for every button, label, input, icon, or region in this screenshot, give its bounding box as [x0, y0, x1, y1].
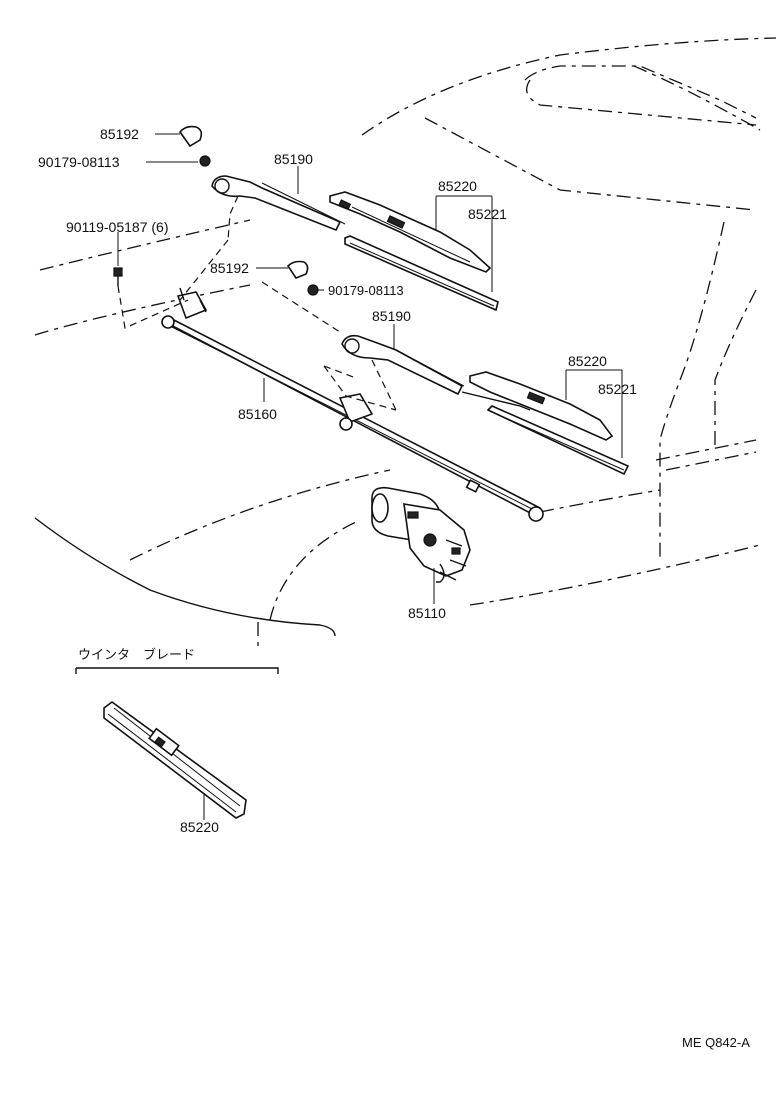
- label-blade-85220-right: 85220: [568, 353, 607, 369]
- callout-labels: 85192 90179-08113 90119-05187 (6) 85190 …: [38, 126, 750, 1050]
- wiper-motor: [371, 486, 471, 583]
- cap-85192-top-shape: [178, 125, 203, 148]
- label-cap-85192-top: 85192: [100, 126, 139, 142]
- wiper-blade-left: [329, 191, 499, 312]
- label-arm-85190-left: 85190: [274, 151, 313, 167]
- vehicle-body-outline: [34, 37, 776, 650]
- leader-lines: [117, 133, 623, 820]
- nut-90179-top-shape: [199, 155, 211, 167]
- cap-85192-mid-shape: [286, 260, 309, 279]
- label-refill-85221-left: 85221: [468, 206, 507, 222]
- winter-blade-section: ウインタ ブレード: [75, 647, 279, 819]
- wiper-arm-right: [341, 334, 531, 411]
- label-arm-85190-right: 85190: [372, 308, 411, 324]
- label-nut-90179-mid: 90179-08113: [328, 283, 404, 298]
- label-cap-85192-mid: 85192: [210, 260, 249, 276]
- drawing-code: ME Q842-A: [682, 1035, 750, 1050]
- wiper-link-assembly: [161, 287, 544, 522]
- label-nut-90179-top: 90179-08113: [38, 154, 120, 170]
- label-bolt-90119: 90119-05187 (6): [66, 219, 168, 235]
- label-link-85160: 85160: [238, 406, 277, 422]
- assembly-guide-lines: [117, 195, 397, 411]
- wiper-arm-left: [211, 175, 346, 232]
- label-motor-85110: 85110: [408, 605, 446, 621]
- winter-blade-title: ウインタ ブレード: [78, 647, 195, 662]
- wiper-blade-right: [469, 371, 630, 476]
- bolt-90119-shape: [113, 267, 123, 286]
- label-blade-85220-left: 85220: [438, 178, 477, 194]
- label-winter-blade-85220: 85220: [180, 819, 219, 835]
- label-refill-85221-right: 85221: [598, 381, 637, 397]
